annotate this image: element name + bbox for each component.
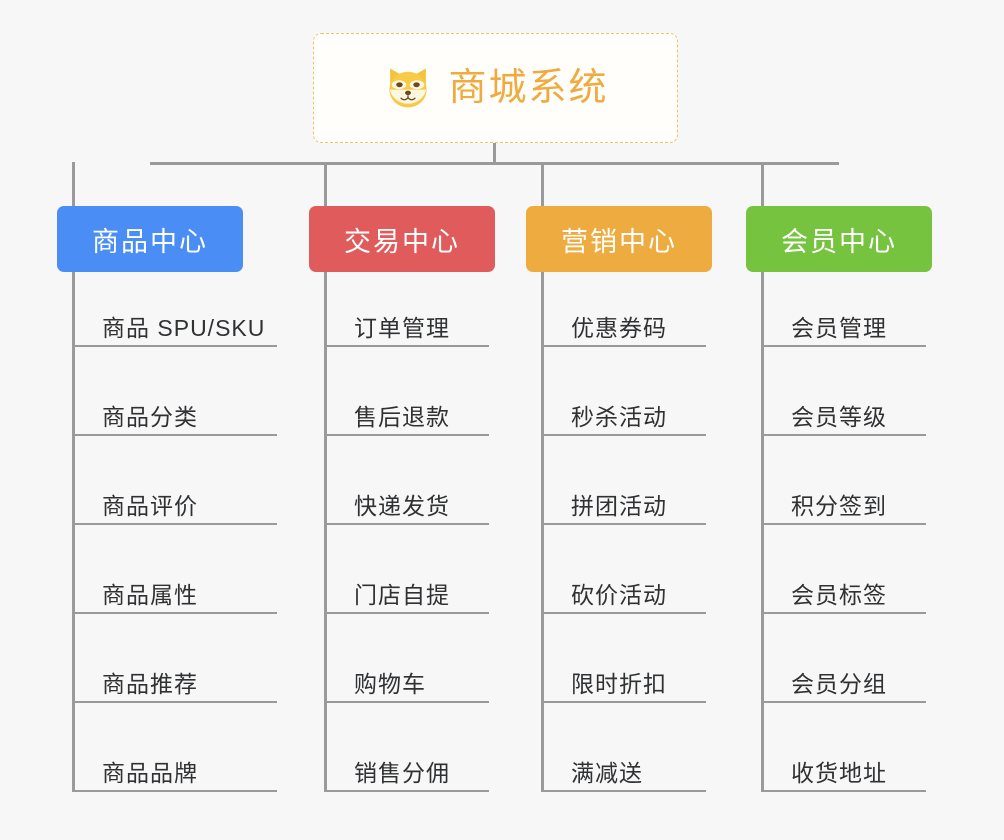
- leaf-item[interactable]: 砍价活动: [541, 525, 706, 614]
- leaf-item-label: 商品属性: [102, 581, 198, 608]
- leaf-item[interactable]: 门店自提: [324, 525, 489, 614]
- category-label: 商品中心: [92, 226, 208, 257]
- leaf-item[interactable]: 商品品牌: [72, 703, 277, 792]
- leaf-item-label: 收货地址: [791, 759, 887, 786]
- leaf-item[interactable]: 会员分组: [761, 614, 926, 703]
- leaf-item-label: 商品评价: [102, 492, 198, 519]
- leaf-item-label: 商品 SPU/SKU: [102, 314, 266, 341]
- leaf-item-label: 订单管理: [354, 314, 450, 341]
- leaf-item-label: 会员管理: [791, 314, 887, 341]
- leaf-item[interactable]: 订单管理: [324, 272, 489, 347]
- leaf-item-label: 购物车: [354, 670, 426, 697]
- category-label: 会员中心: [781, 226, 897, 257]
- category-box-4[interactable]: 会员中心: [746, 206, 932, 272]
- column-spine: [541, 272, 544, 792]
- leaf-item[interactable]: 商品属性: [72, 525, 277, 614]
- leaf-item-label: 拼团活动: [571, 492, 667, 519]
- leaf-item[interactable]: 销售分佣: [324, 703, 489, 792]
- category-box-2[interactable]: 交易中心: [309, 206, 495, 272]
- column-spine: [761, 272, 764, 792]
- leaf-item-label: 门店自提: [354, 581, 450, 608]
- leaf-item[interactable]: 拼团活动: [541, 436, 706, 525]
- connector-drop-2: [324, 162, 327, 207]
- leaf-item[interactable]: 售后退款: [324, 347, 489, 436]
- leaf-item-label: 售后退款: [354, 403, 450, 430]
- root-title: 商城系统: [448, 67, 609, 109]
- leaf-item[interactable]: 快递发货: [324, 436, 489, 525]
- leaf-item[interactable]: 满减送: [541, 703, 706, 792]
- leaf-item[interactable]: 限时折扣: [541, 614, 706, 703]
- leaf-item-label: 会员等级: [791, 403, 887, 430]
- leaf-item-label: 优惠券码: [571, 314, 667, 341]
- leaf-item-label: 会员分组: [791, 670, 887, 697]
- connector-drop-4: [761, 162, 764, 207]
- leaf-item[interactable]: 会员等级: [761, 347, 926, 436]
- column-spine: [72, 272, 75, 792]
- leaf-item-label: 销售分佣: [354, 759, 450, 786]
- leaf-item-label: 会员标签: [791, 581, 887, 608]
- connector-drop-3: [541, 162, 544, 207]
- category-label: 交易中心: [344, 226, 460, 257]
- leaf-item-label: 快递发货: [354, 492, 450, 519]
- category-box-1[interactable]: 商品中心: [57, 206, 243, 272]
- leaf-item[interactable]: 积分签到: [761, 436, 926, 525]
- leaf-item[interactable]: 优惠券码: [541, 272, 706, 347]
- leaf-item-label: 商品品牌: [102, 759, 198, 786]
- leaf-item[interactable]: 会员管理: [761, 272, 926, 347]
- leaf-item[interactable]: 商品 SPU/SKU: [72, 272, 277, 347]
- leaf-item[interactable]: 商品评价: [72, 436, 277, 525]
- leaf-item[interactable]: 会员标签: [761, 525, 926, 614]
- leaf-item-label: 砍价活动: [571, 581, 667, 608]
- leaf-item[interactable]: 商品推荐: [72, 614, 277, 703]
- root-node[interactable]: 商城系统: [313, 33, 678, 143]
- leaf-item-label: 商品分类: [102, 403, 198, 430]
- leaf-item[interactable]: 商品分类: [72, 347, 277, 436]
- leaf-item-label: 商品推荐: [102, 670, 198, 697]
- leaf-item-label: 限时折扣: [571, 670, 667, 697]
- leaf-item-label: 积分签到: [791, 492, 887, 519]
- leaf-item[interactable]: 购物车: [324, 614, 489, 703]
- leaf-item[interactable]: 秒杀活动: [541, 347, 706, 436]
- shiba-dog-face-icon: [389, 68, 428, 108]
- category-box-3[interactable]: 营销中心: [526, 206, 712, 272]
- leaf-item-label: 秒杀活动: [571, 403, 667, 430]
- leaf-item[interactable]: 收货地址: [761, 703, 926, 792]
- connector-root-stem: [493, 143, 496, 164]
- connector-drop-1: [72, 162, 75, 207]
- connector-horizontal-bar: [150, 162, 839, 165]
- column-spine: [324, 272, 327, 792]
- leaf-item-label: 满减送: [571, 759, 643, 786]
- category-label: 营销中心: [561, 226, 677, 257]
